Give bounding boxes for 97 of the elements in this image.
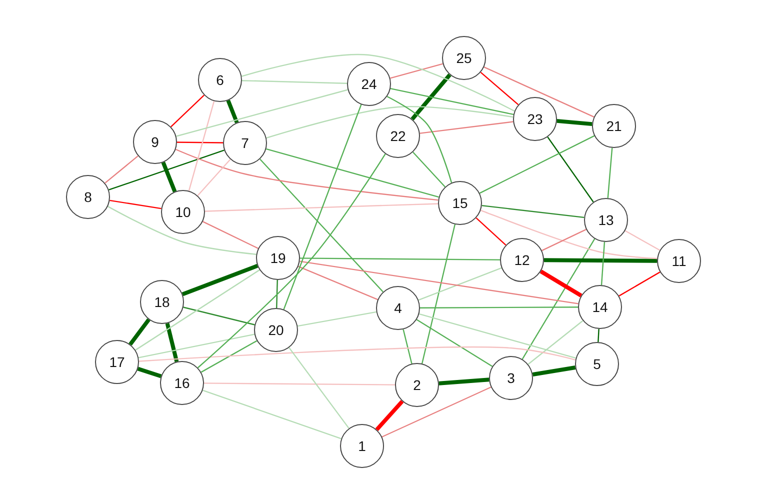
connection-line bbox=[226, 100, 239, 124]
connection-line bbox=[542, 228, 586, 252]
connection-line bbox=[544, 258, 658, 263]
node-circle: 2 bbox=[395, 363, 439, 407]
node-circle: 4 bbox=[376, 286, 420, 330]
connection-line bbox=[390, 63, 443, 79]
connection-line bbox=[600, 242, 606, 286]
connection-line bbox=[108, 150, 224, 190]
connection-line bbox=[532, 366, 576, 376]
connection-line bbox=[298, 311, 376, 327]
connection-line bbox=[540, 270, 582, 298]
node-circle: 24 bbox=[347, 62, 391, 106]
connection-line bbox=[375, 400, 404, 431]
connection-line bbox=[382, 386, 492, 438]
connection-line bbox=[170, 94, 204, 128]
connection-line bbox=[528, 320, 584, 365]
connection-line bbox=[479, 135, 595, 194]
connection-line bbox=[288, 347, 350, 429]
connection-line bbox=[135, 269, 260, 351]
connection-line bbox=[176, 89, 348, 137]
connection-line bbox=[386, 96, 452, 183]
connection-line bbox=[298, 266, 378, 300]
node-circle: 7 bbox=[223, 121, 267, 165]
node-circle: 14 bbox=[578, 285, 622, 329]
connection-line bbox=[182, 264, 258, 296]
connection-line bbox=[420, 306, 578, 308]
connection-line bbox=[276, 280, 278, 308]
connection-line bbox=[484, 66, 594, 118]
connection-line bbox=[202, 390, 342, 440]
connection-line bbox=[547, 136, 594, 202]
connection-line bbox=[300, 260, 578, 304]
node-circle: 3 bbox=[489, 356, 533, 400]
connection-line bbox=[300, 258, 500, 260]
node-circle: 15 bbox=[438, 181, 482, 225]
connection-line bbox=[177, 142, 223, 144]
connection-line bbox=[242, 80, 348, 84]
connection-line bbox=[197, 154, 386, 368]
connection-line bbox=[480, 72, 519, 106]
connection-line bbox=[108, 206, 256, 255]
connection-line bbox=[137, 366, 162, 378]
connection-line bbox=[618, 272, 660, 296]
connection-line bbox=[476, 217, 506, 246]
connection-line bbox=[204, 203, 438, 212]
connection-line bbox=[176, 148, 438, 201]
connection-line bbox=[138, 334, 255, 358]
connection-line bbox=[128, 318, 150, 346]
connection-line bbox=[188, 101, 215, 191]
node-circle: 12 bbox=[500, 238, 544, 282]
connection-line bbox=[418, 267, 502, 301]
connection-line bbox=[598, 328, 600, 342]
connection-line bbox=[242, 54, 515, 112]
connection-line bbox=[416, 319, 493, 367]
connection-line bbox=[110, 200, 162, 210]
connection-line bbox=[204, 382, 395, 386]
node-circle: 21 bbox=[592, 104, 636, 148]
node-circle: 6 bbox=[198, 58, 242, 102]
connection-line bbox=[402, 329, 412, 364]
connection-line bbox=[260, 158, 384, 292]
connection-line bbox=[412, 152, 446, 188]
node-circle: 25 bbox=[442, 36, 486, 80]
node-circle: 20 bbox=[254, 308, 298, 352]
connection-line bbox=[104, 156, 138, 184]
connection-line bbox=[556, 118, 592, 126]
connection-line bbox=[522, 238, 596, 360]
connection-line bbox=[202, 221, 258, 249]
node-circle: 18 bbox=[140, 280, 184, 324]
node-circle: 9 bbox=[133, 120, 177, 164]
connection-line bbox=[421, 224, 456, 364]
node-circle: 5 bbox=[575, 342, 619, 386]
node-circle: 10 bbox=[161, 190, 205, 234]
connection-line bbox=[438, 378, 490, 386]
node-circle: 11 bbox=[657, 239, 701, 283]
connection-line bbox=[480, 210, 658, 260]
connection-line bbox=[283, 104, 362, 310]
connection-line bbox=[161, 162, 177, 192]
node-circle: 13 bbox=[584, 198, 628, 242]
connection-line bbox=[183, 306, 255, 326]
connection-line bbox=[138, 346, 576, 362]
connection-line bbox=[624, 230, 660, 251]
node-circle: 8 bbox=[66, 175, 110, 219]
connection-line bbox=[390, 88, 514, 116]
connection-line bbox=[607, 148, 613, 198]
connection-line bbox=[266, 106, 514, 139]
connection-line bbox=[165, 322, 179, 362]
node-circle: 23 bbox=[513, 97, 557, 141]
node-circle: 17 bbox=[95, 340, 139, 384]
node-circle: 1 bbox=[340, 424, 384, 468]
connection-line bbox=[197, 158, 231, 196]
connection-line bbox=[266, 148, 439, 198]
node-circle: 22 bbox=[376, 114, 420, 158]
connection-line bbox=[419, 313, 576, 359]
node-circle: 16 bbox=[160, 361, 204, 405]
connection-line bbox=[482, 204, 584, 218]
connection-line bbox=[200, 340, 258, 373]
node-circle: 19 bbox=[256, 236, 300, 280]
connection-line bbox=[420, 121, 514, 134]
connection-line bbox=[410, 74, 452, 120]
